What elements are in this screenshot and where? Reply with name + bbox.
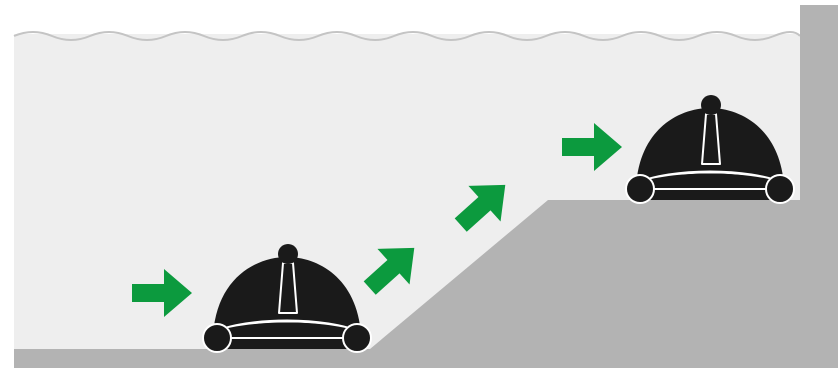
- pool-wall: [800, 5, 838, 368]
